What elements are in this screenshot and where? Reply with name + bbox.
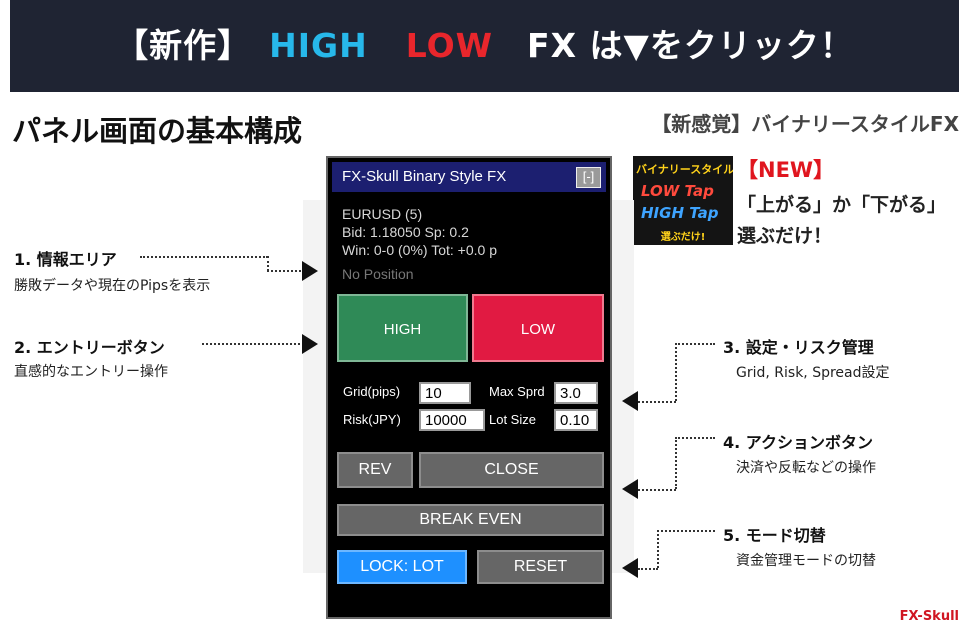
callout-1-connector: [267, 270, 301, 272]
callout-5-desc: 資金管理モードの切替: [736, 553, 876, 569]
callout-3-title: 3. 設定・リスク管理: [723, 338, 874, 357]
close-button[interactable]: CLOSE: [419, 452, 604, 488]
price-text: Bid: 1.18050 Sp: 0.2: [342, 224, 469, 240]
promo-text-line: 「上がる」か「下がる」: [737, 194, 947, 216]
stats-text: Win: 0-0 (0%) Tot: +0.0 p: [342, 242, 497, 258]
lock-lot-button[interactable]: LOCK: LOT: [337, 550, 467, 584]
info-area: EURUSD (5) Bid: 1.18050 Sp: 0.2 Win: 0-0…: [334, 198, 606, 290]
low-button[interactable]: LOW: [472, 294, 604, 362]
banner-cta-text: FX は▼をクリック！: [527, 26, 854, 65]
risk-label: Risk(JPY): [343, 412, 401, 427]
rev-button[interactable]: REV: [337, 452, 413, 488]
risk-input[interactable]: [419, 409, 485, 431]
banner-new-label: 【新作】: [115, 26, 252, 65]
promo-thumb-high: HIGH Tap: [641, 204, 719, 222]
promo-thumbnail: バイナリースタイル LOW Tap HIGH Tap 選ぶだけ!: [633, 156, 733, 245]
minimize-button[interactable]: [-]: [576, 167, 601, 188]
banner-low-label: LOW: [405, 26, 494, 65]
callout-5-connector: [638, 568, 658, 570]
arrow-right-icon: [302, 261, 318, 281]
callout-3-connector: [675, 343, 677, 401]
grid-input[interactable]: [419, 382, 471, 404]
callout-5-title: 5. モード切替: [723, 526, 826, 545]
callout-5-connector: [657, 530, 659, 568]
symbol-text: EURUSD (5): [342, 206, 423, 222]
callout-3-desc: Grid, Risk, Spread設定: [736, 365, 890, 381]
callout-4-connector: [675, 437, 715, 439]
break-even-button[interactable]: BREAK EVEN: [337, 504, 604, 536]
trading-panel: FX-Skull Binary Style FX [-] EURUSD (5) …: [326, 156, 612, 619]
callout-4-connector: [638, 489, 676, 491]
callout-2-title: 2. エントリーボタン: [14, 338, 165, 357]
callout-4-title: 4. アクションボタン: [723, 433, 873, 452]
promo-thumb-low: LOW Tap: [641, 182, 714, 200]
promo-thumb-line: バイナリースタイル: [636, 163, 733, 176]
panel-titlebar[interactable]: FX-Skull Binary Style FX [-]: [332, 162, 606, 192]
page-title: パネル画面の基本構成: [12, 114, 303, 148]
lot-size-input[interactable]: [554, 409, 598, 431]
arrow-left-icon: [622, 479, 638, 499]
grid-label: Grid(pips): [343, 384, 401, 399]
promo-text-line: 選ぶだけ！: [737, 225, 833, 247]
max-spread-label: Max Sprd: [489, 384, 545, 399]
lot-size-label: Lot Size: [489, 412, 536, 427]
max-spread-input[interactable]: [554, 382, 598, 404]
callout-1-desc: 勝敗データや現在のPipsを表示: [14, 278, 211, 294]
callout-5-connector: [657, 530, 715, 532]
high-button[interactable]: HIGH: [337, 294, 468, 362]
reset-button[interactable]: RESET: [477, 550, 604, 584]
banner-high-label: HIGH: [269, 26, 368, 65]
arrow-left-icon: [622, 391, 638, 411]
callout-3-connector: [675, 343, 715, 345]
callout-4-connector: [675, 437, 677, 489]
callout-1-connector: [140, 256, 268, 258]
footer-brand: FX-Skull: [899, 609, 959, 624]
page-subtitle: 【新感覚】バイナリースタイルFX: [651, 112, 959, 136]
callout-4-desc: 決済や反転などの操作: [736, 460, 876, 476]
top-banner: 【新作】 HIGH LOW FX は▼をクリック！: [10, 0, 959, 92]
position-status: No Position: [342, 266, 414, 282]
arrow-right-icon: [302, 334, 318, 354]
callout-1-connector: [267, 256, 269, 271]
panel-title: FX-Skull Binary Style FX: [342, 168, 507, 185]
callout-3-connector: [638, 401, 676, 403]
promo-new-badge: 【NEW】: [737, 158, 835, 182]
banner-headline: 【新作】 HIGH LOW FX は▼をクリック！: [10, 0, 959, 92]
callout-2-desc: 直感的なエントリー操作: [14, 364, 168, 380]
arrow-left-icon: [622, 558, 638, 578]
callout-2-connector: [202, 343, 300, 345]
promo-thumb-caption: 選ぶだけ!: [660, 232, 706, 243]
callout-1-title: 1. 情報エリア: [14, 250, 117, 269]
